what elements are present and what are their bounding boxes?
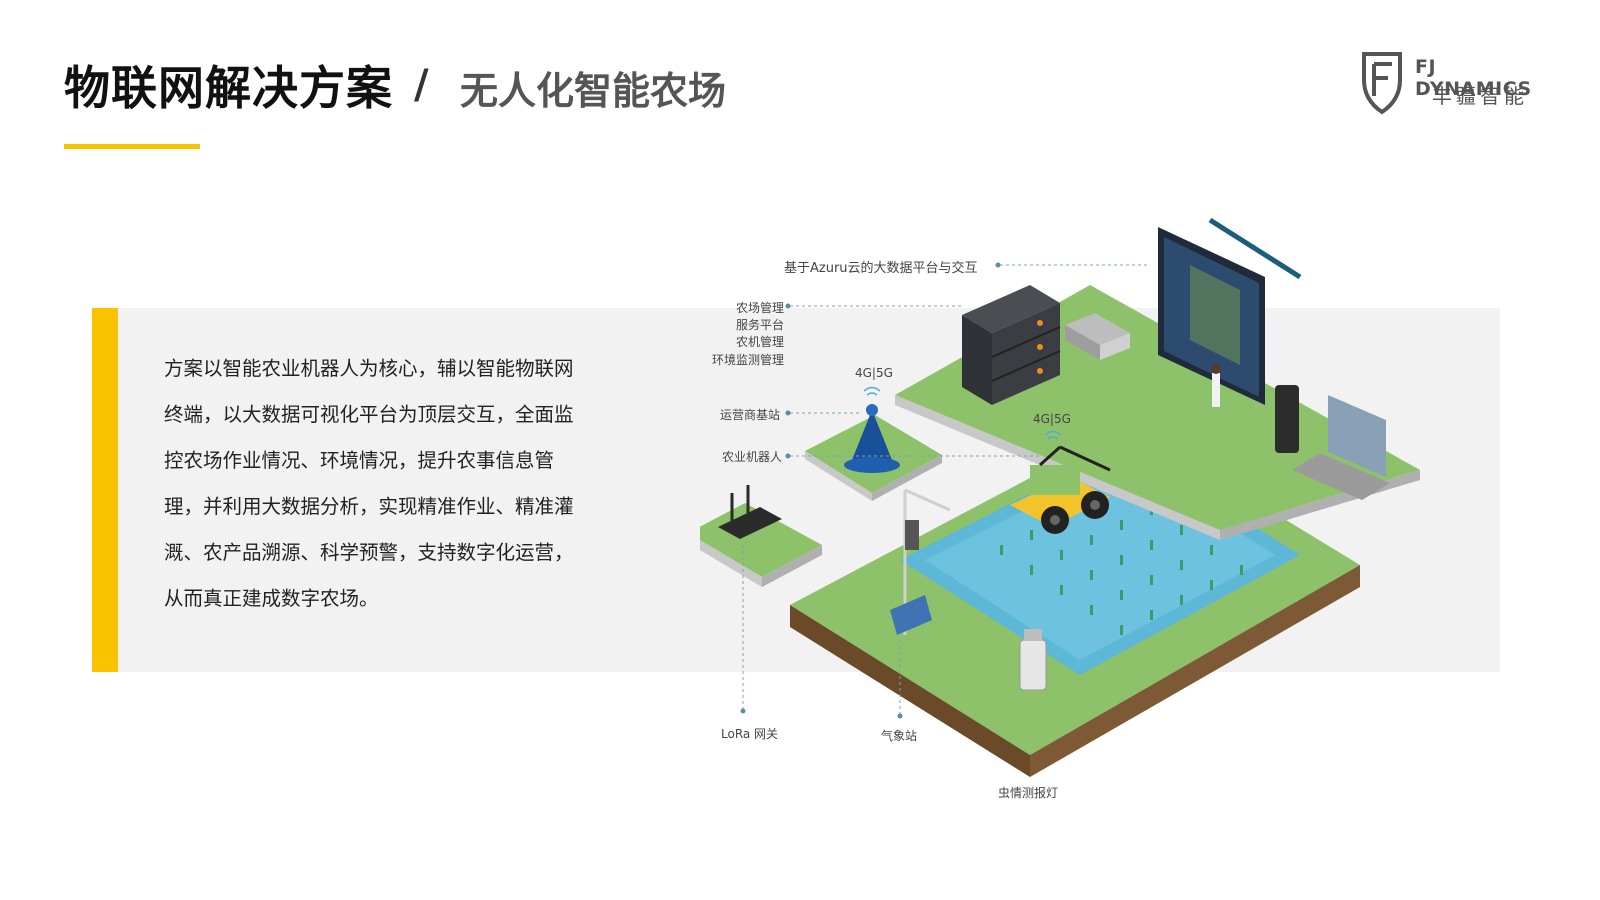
label-signal-4g5g: 4G|5G	[855, 366, 893, 380]
label-lora-gateway: LoRa 网关	[721, 727, 779, 741]
label-weather-station: 气象站	[881, 729, 918, 743]
farm-illustration	[700, 217, 1420, 777]
label-env-monitoring: 环境监测管理	[712, 353, 785, 367]
label-service-platform: 服务平台	[736, 318, 785, 332]
shield-logo-icon	[1362, 52, 1402, 115]
logo-text-en: FJ DYNAMICS	[1415, 56, 1532, 100]
wifi-signal-icon	[1044, 430, 1062, 440]
panel-accent-bar	[92, 308, 118, 672]
brand-logo: FJ DYNAMICS 丰疆智能	[1360, 50, 1550, 116]
farm-diagram: 基于Azuru云的大数据平台与交互 农场管理 服务平台 农机管理 环境监测管理 …	[700, 215, 1460, 815]
label-cloud-platform: 基于Azuru云的大数据平台与交互	[784, 261, 978, 276]
logo-text-cn: 丰疆智能	[1432, 84, 1528, 108]
page-title: 物联网解决方案	[64, 61, 393, 115]
label-insect-lamp: 虫情测报灯	[998, 786, 1059, 800]
title-separator: /	[414, 62, 429, 108]
page-subtitle: 无人化智能农场	[460, 69, 727, 113]
label-robot: 农业机器人	[722, 450, 783, 464]
label-signal-4g5g-robot: 4G|5G	[1033, 412, 1071, 426]
title-underline	[64, 144, 200, 149]
wifi-signal-icon	[863, 386, 881, 396]
label-machinery-management: 农机管理	[736, 335, 785, 349]
label-farm-management: 农场管理	[736, 301, 785, 315]
label-base-station: 运营商基站	[720, 408, 781, 422]
description-text: 方案以智能农业机器人为核心，辅以智能物联网终端，以大数据可视化平台为顶层交互，全…	[164, 357, 574, 610]
